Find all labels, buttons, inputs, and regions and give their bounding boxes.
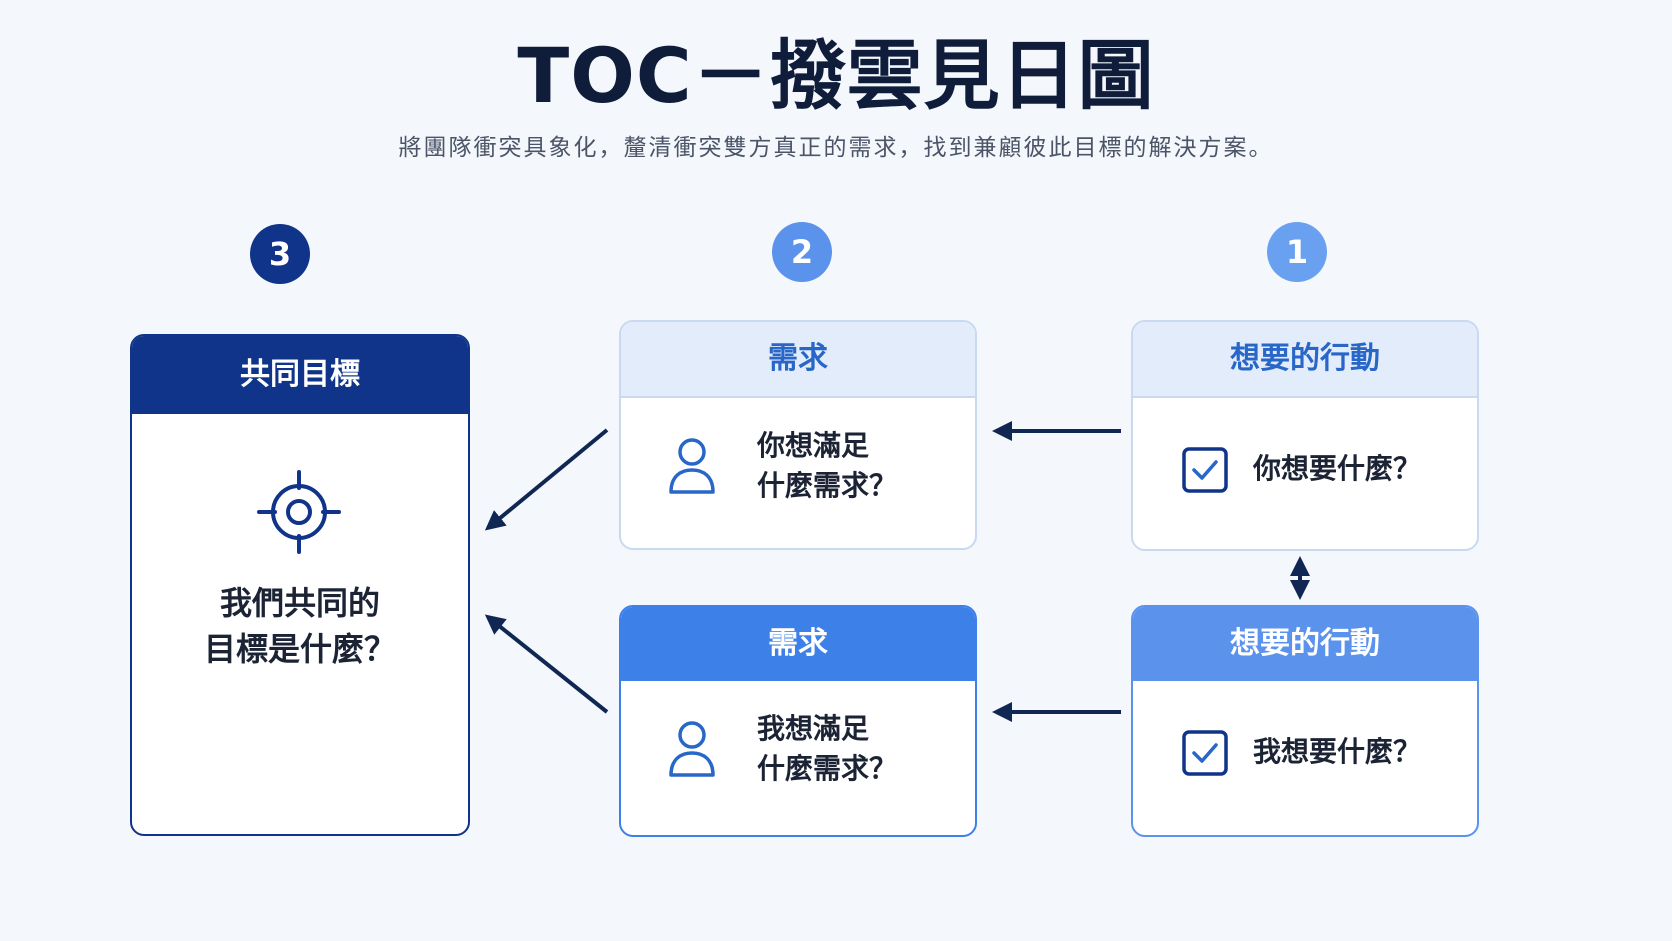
diagram-subtitle: 將團隊衝突具象化，釐清衝突雙方真正的需求，找到兼顧彼此目標的解決方案。 [398,135,1274,161]
need-card-top: 需求 你想滿足 什麼需求？ [619,320,977,550]
arrow-need-top-to-goal [484,428,609,531]
step-3-badge: 3 [250,224,310,284]
need-top-question-line1: 你想滿足 [757,429,870,462]
checkbox-icon [1182,730,1228,776]
user-icon [669,438,715,494]
common-goal-header: 共同目標 [132,336,468,414]
common-goal-card: 共同目標 我們共同的 目標是什麼？ [130,334,470,836]
target-icon [257,470,341,554]
action-top-question: 你想要什麼？ [1253,452,1422,485]
need-top-question-line2: 什麼需求？ [757,469,898,502]
diagram-title: TOC－撥雲見日圖 [517,31,1155,120]
need-top-header: 需求 [621,322,975,398]
action-card-bottom: 想要的行動 我想要什麼？ [1131,605,1479,837]
action-top-header: 想要的行動 [1133,322,1477,398]
step-1-badge: 1 [1267,222,1327,282]
common-goal-question-line1: 我們共同的 [219,584,380,622]
need-bottom-question-line2: 什麼需求？ [757,752,898,785]
need-bottom-header: 需求 [621,607,975,681]
need-card-bottom: 需求 我想滿足 什麼需求？ [619,605,977,837]
action-bottom-question: 我想要什麼？ [1253,735,1422,768]
action-bottom-header: 想要的行動 [1133,607,1477,681]
user-icon [669,721,715,777]
checkbox-icon [1182,447,1228,493]
step-2-badge: 2 [772,222,832,282]
arrow-need-bottom-to-goal [484,614,609,714]
need-bottom-question-line1: 我想滿足 [757,712,870,745]
common-goal-question-line2: 目標是什麼？ [203,630,396,668]
action-card-top: 想要的行動 你想要什麼？ [1131,320,1479,551]
